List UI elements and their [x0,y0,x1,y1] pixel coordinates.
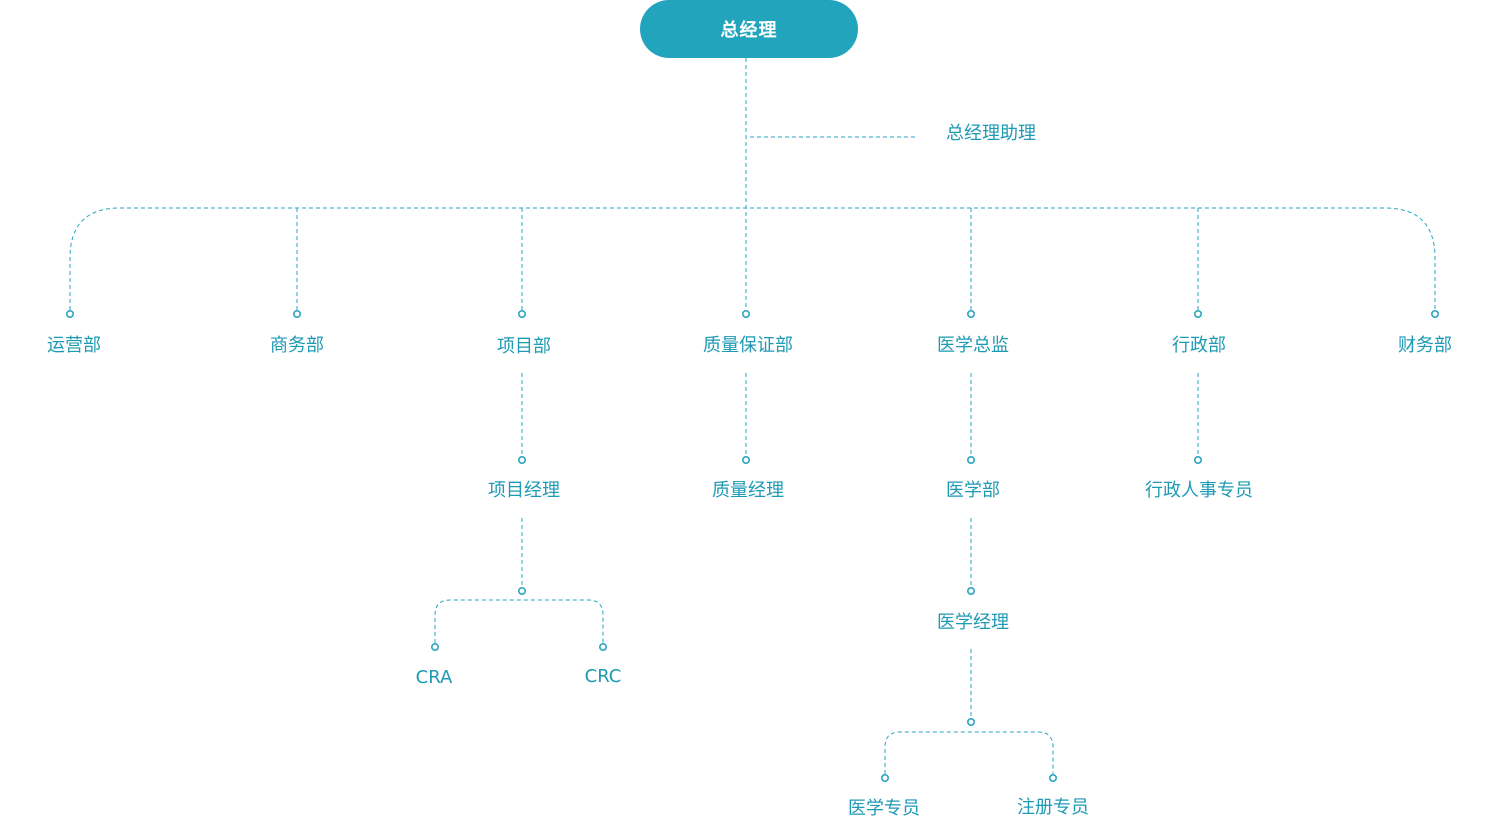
dept-business-label: 商务部 [270,335,324,356]
cra-label: CRA [415,667,453,688]
dept-node-dot-2 [517,309,526,318]
medical-manager-branch-dot [966,717,975,726]
pm-children-bus [434,599,604,643]
crc-node-dot [598,642,607,651]
medical-manager-node-dot [966,586,975,595]
medical-dept-label: 医学部 [946,480,1000,501]
dept-node-dot-5 [1194,309,1203,318]
dept-medical-director-label: 医学总监 [937,335,1009,356]
dept-node-dot-1 [292,309,301,318]
medical-specialist-node-dot [880,773,889,782]
assistant-node-label: 总经理助理 [946,123,1036,144]
dept-node-dot-0 [66,309,75,318]
dept-node-dot-3 [741,309,750,318]
quality-manager-label: 质量经理 [712,480,784,501]
crc-label: CRC [584,666,622,687]
dept-operations-label: 运营部 [47,335,101,356]
dept-admin-label: 行政部 [1172,335,1226,356]
registration-specialist-node-dot [1049,773,1058,782]
dept-qa-label: 质量保证部 [703,335,793,356]
dept-project-label: 项目部 [497,336,551,357]
root-node-general-manager: 总经理 [640,0,858,58]
project-manager-label: 项目经理 [488,480,560,501]
dept-node-dot-6 [1431,309,1440,318]
dept-bus-connector [69,207,1436,310]
dept-node-dot-4 [966,309,975,318]
level2-node-dot-1 [741,455,750,464]
medical-manager-label: 医学经理 [937,612,1009,633]
medical-children-bus [884,731,1054,774]
registration-specialist-label: 注册专员 [1017,797,1089,818]
level2-node-dot-0 [517,455,526,464]
medical-specialist-label: 医学专员 [848,798,920,819]
admin-hr-specialist-label: 行政人事专员 [1145,480,1253,501]
cra-node-dot [430,642,439,651]
pm-branch-dot [517,586,526,595]
level2-node-dot-3 [1194,455,1203,464]
level2-node-dot-2 [966,455,975,464]
dept-finance-label: 财务部 [1398,335,1452,356]
